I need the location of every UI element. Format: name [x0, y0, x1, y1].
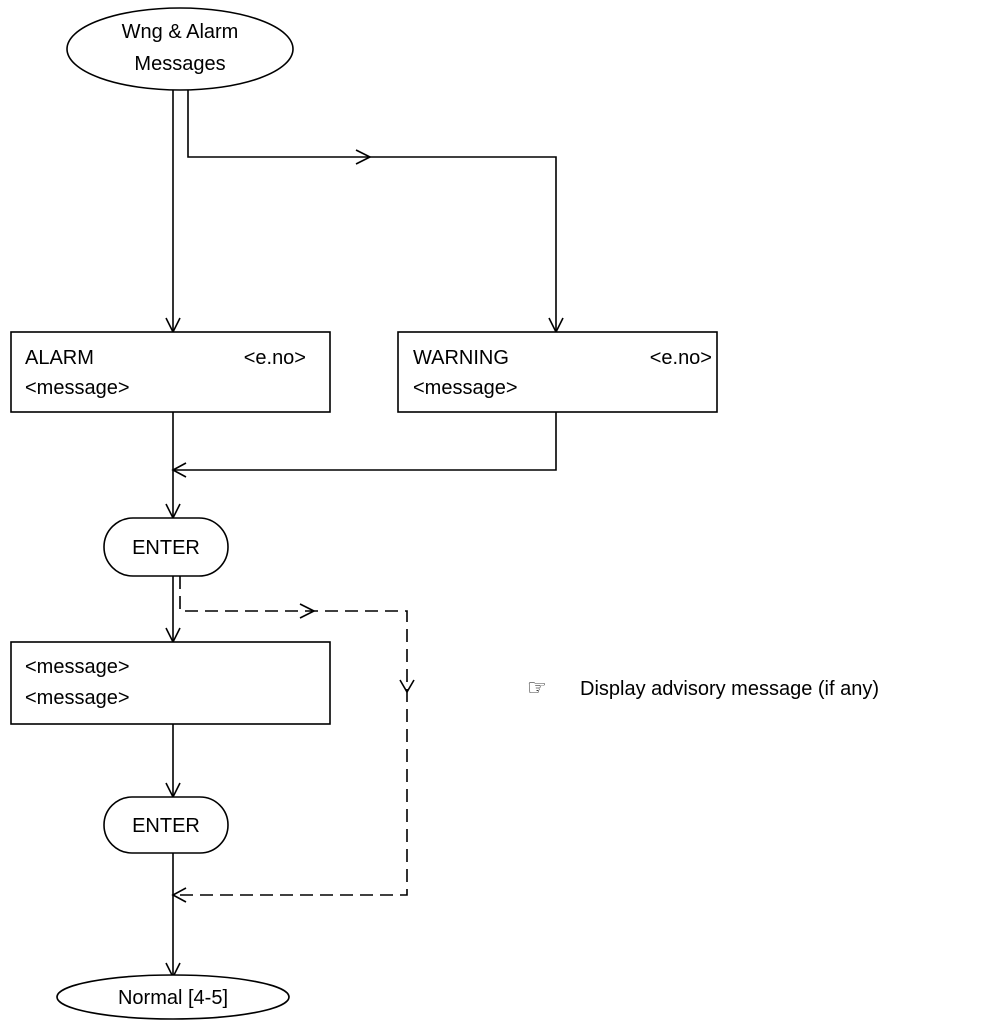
start-label-line2: Messages — [134, 53, 225, 75]
advisory-line2: <message> — [25, 687, 130, 709]
arrowhead-warning-path — [355, 149, 372, 165]
advisory-line1: <message> — [25, 656, 130, 678]
dashed-bypass-path — [173, 576, 408, 896]
connector-start-to-warning — [187, 86, 557, 332]
advisory-box: <message> <message> — [10, 641, 331, 725]
alarm-title: ALARM — [25, 347, 94, 369]
enter-key-2-label: ENTER — [132, 815, 200, 837]
arrowhead-bypass-right — [299, 603, 316, 619]
arrowhead-merge — [171, 462, 187, 478]
warning-message: <message> — [413, 377, 518, 399]
start-node: Wng & Alarm Messages — [66, 7, 294, 91]
connectors — [165, 86, 564, 979]
pointing-hand-icon: ☞ — [527, 676, 547, 701]
warning-code: <e.no> — [650, 347, 712, 369]
alarm-box: ALARM <e.no> <message> — [10, 331, 331, 413]
connector-warning-to-merge — [173, 412, 557, 471]
enter-key-1: ENTER — [103, 517, 229, 577]
arrowhead-bypass-down — [399, 679, 415, 694]
end-label: Normal [4-5] — [118, 987, 228, 1009]
enter-key-2: ENTER — [103, 796, 229, 854]
start-label-line1: Wng & Alarm — [122, 21, 239, 43]
warning-title: WARNING — [413, 347, 509, 369]
warning-box: WARNING <e.no> <message> — [397, 331, 718, 413]
note-text: Display advisory message (if any) — [580, 678, 879, 700]
end-node: Normal [4-5] — [56, 974, 290, 1020]
alarm-message: <message> — [25, 377, 130, 399]
note: ☞ Display advisory message (if any) — [527, 676, 879, 701]
alarm-code: <e.no> — [244, 347, 306, 369]
enter-key-1-label: ENTER — [132, 537, 200, 559]
